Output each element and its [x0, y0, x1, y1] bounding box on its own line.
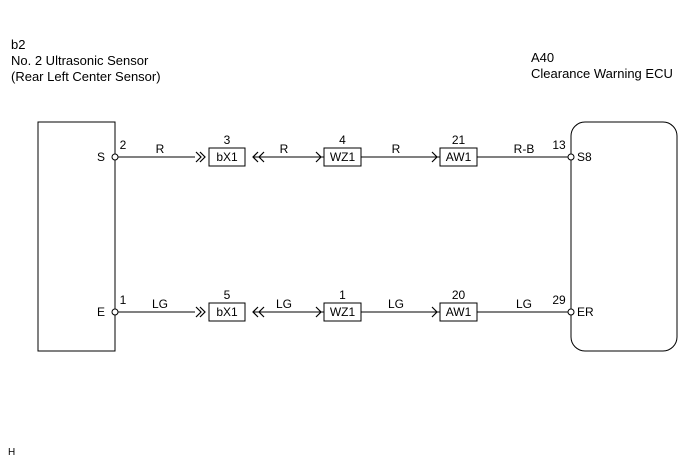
connector-box [208, 302, 246, 322]
left-component-name: No. 2 Ultrasonic Sensor [11, 53, 149, 68]
right-pin-name: ER [577, 305, 594, 319]
terminal-icon [567, 153, 575, 161]
connector-pin-number: 21 [452, 133, 466, 147]
terminal-icon [111, 153, 119, 161]
connector-arrow-icon [195, 306, 202, 318]
wire-color-label: R-B [514, 142, 535, 156]
connector-name: bX1 [216, 305, 238, 319]
right-pin-name: S8 [577, 150, 592, 164]
ecu-body [570, 121, 678, 352]
wire-color-label: LG [388, 297, 404, 311]
terminal-icon [567, 308, 575, 316]
wire-color-label: R [280, 142, 289, 156]
left-pin-number: 1 [120, 293, 127, 307]
connector-name: bX1 [216, 150, 238, 164]
connector-name: WZ1 [330, 150, 356, 164]
wire-color-label: LG [516, 297, 532, 311]
terminal-icon [111, 308, 119, 316]
wire-color-label: R [392, 142, 401, 156]
connector-name: AW1 [446, 305, 472, 319]
connector-name: AW1 [446, 150, 472, 164]
left-component-subname: (Rear Left Center Sensor) [11, 69, 161, 84]
right-component-name: Clearance Warning ECU [531, 66, 673, 81]
wire-color-label: LG [152, 297, 168, 311]
right-pin-number: 13 [552, 138, 566, 152]
connector-arrow-icon [199, 151, 206, 163]
connector-pin-number: 4 [339, 133, 346, 147]
connector-pin-number: 20 [452, 288, 466, 302]
connector-box [208, 147, 246, 167]
connector-pin-number: 3 [224, 133, 231, 147]
connector-arrow-icon [315, 151, 322, 163]
sensor-body [37, 121, 116, 352]
connector-arrow-icon [195, 151, 202, 163]
wire-color-label: R [156, 142, 165, 156]
connector-arrow-icon [431, 151, 438, 163]
connector-name: WZ1 [330, 305, 356, 319]
connector-pin-number: 1 [339, 288, 346, 302]
left-component-code: b2 [11, 37, 26, 52]
left-pin-name: E [97, 305, 105, 319]
right-component-code: A40 [531, 50, 555, 65]
footer-code: H [8, 447, 16, 458]
connector-arrow-icon [315, 306, 322, 318]
wire-color-label: LG [276, 297, 292, 311]
connector-arrow-icon [199, 306, 206, 318]
left-pin-name: S [97, 150, 105, 164]
left-pin-number: 2 [120, 138, 127, 152]
connector-arrow-icon [431, 306, 438, 318]
right-pin-number: 29 [552, 293, 566, 307]
connector-pin-number: 5 [224, 288, 231, 302]
